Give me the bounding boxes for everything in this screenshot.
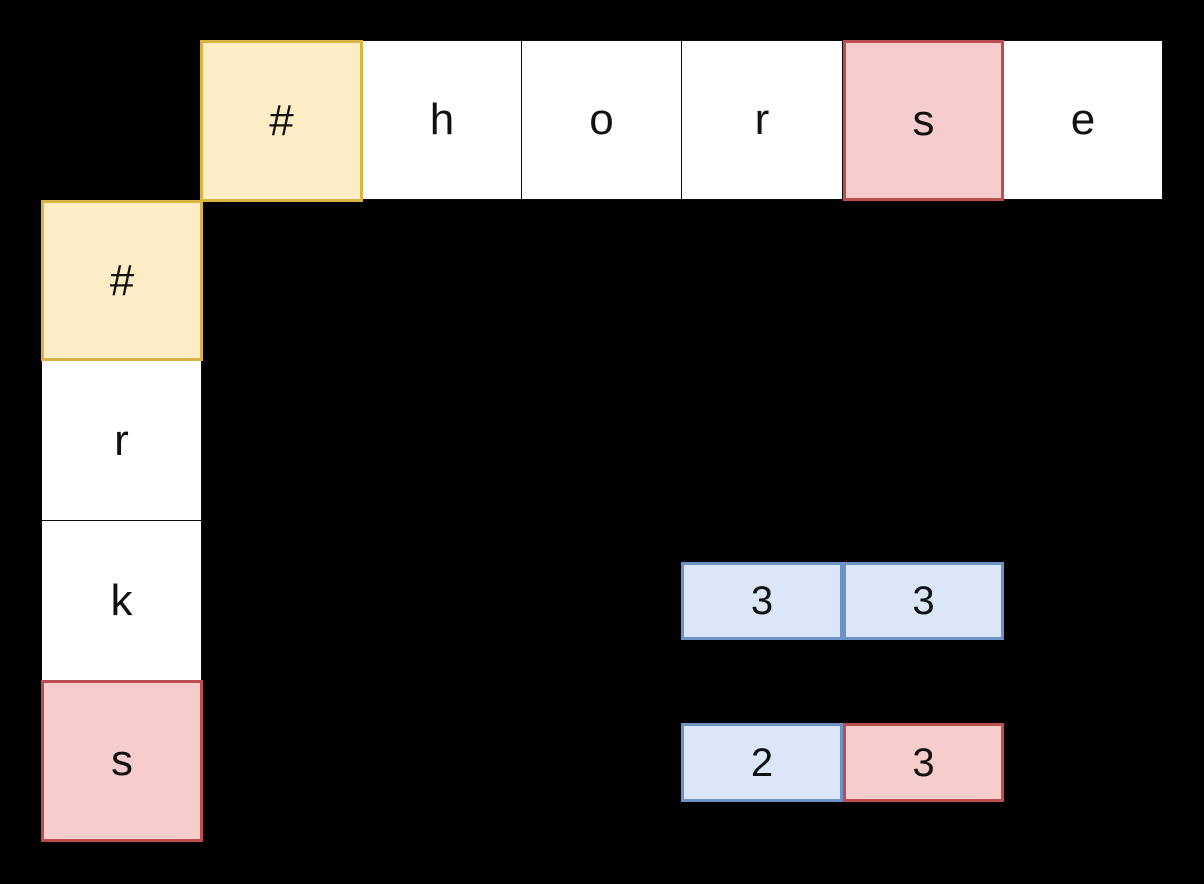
value-label: 3: [912, 579, 935, 623]
row-header-cell-0-origin[interactable]: #: [41, 200, 203, 361]
value-label: 2: [750, 740, 774, 785]
column-header-cell-4-highlighted[interactable]: s: [843, 40, 1004, 201]
row-header-cell-3-highlighted[interactable]: s: [41, 680, 203, 842]
value-cell-k-r[interactable]: 3: [681, 562, 843, 640]
column-header-cell-5[interactable]: e: [1003, 40, 1163, 200]
column-header-label: s: [912, 95, 935, 145]
row-header-cell-2[interactable]: k: [41, 520, 202, 681]
row-header-label: s: [111, 736, 133, 785]
column-header-label: h: [429, 95, 455, 144]
row-header-label: k: [110, 575, 133, 625]
row-header-cell-1[interactable]: r: [41, 360, 202, 521]
value-label: 3: [750, 579, 774, 623]
column-header-cell-1[interactable]: h: [362, 40, 522, 200]
value-cell-s-r[interactable]: 2: [681, 723, 843, 802]
column-header-label: #: [269, 96, 294, 145]
value-cell-k-s[interactable]: 3: [843, 562, 1004, 640]
column-header-cell-0-origin[interactable]: #: [200, 40, 363, 202]
row-header-label: #: [109, 255, 135, 305]
column-header-cell-2[interactable]: o: [521, 40, 682, 200]
column-header-label: r: [754, 95, 770, 144]
row-header-label: r: [114, 415, 129, 465]
value-cell-s-s-highlighted[interactable]: 3: [843, 723, 1004, 802]
column-header-label: e: [1070, 95, 1096, 144]
column-header-label: o: [589, 95, 614, 144]
value-label: 3: [912, 740, 935, 785]
column-header-cell-3[interactable]: r: [681, 40, 843, 200]
